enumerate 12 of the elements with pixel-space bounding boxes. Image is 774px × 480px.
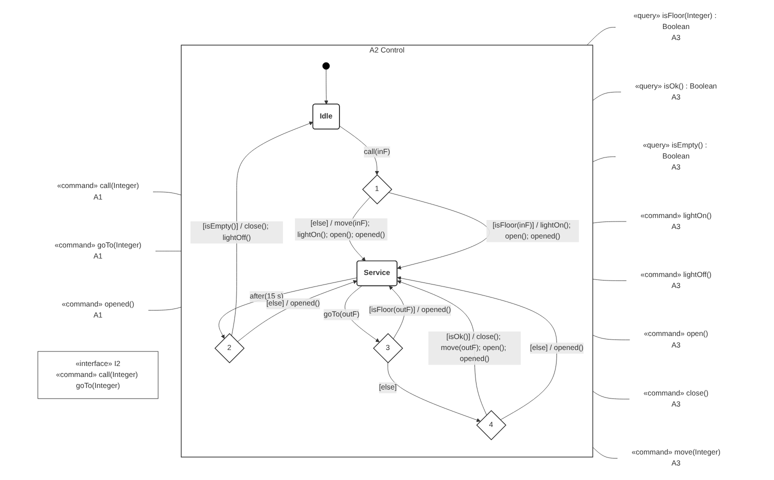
connector [592,447,618,458]
connector [152,192,182,196]
connector [592,156,616,162]
connector [586,27,616,46]
connector [592,92,622,101]
connector [592,278,627,281]
connector [592,390,630,400]
node-circle [322,62,330,70]
connector [592,334,630,340]
connector [592,221,627,224]
connector [148,306,182,311]
connector [155,250,182,252]
